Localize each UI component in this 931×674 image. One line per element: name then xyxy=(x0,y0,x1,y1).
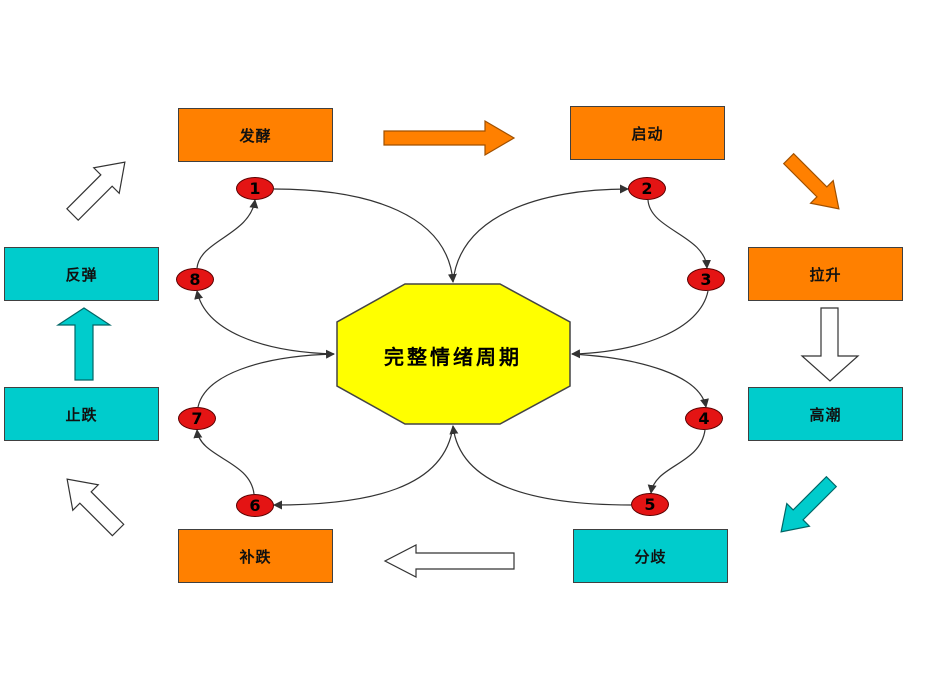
connector-6-7 xyxy=(193,429,255,495)
cycle-connectors xyxy=(193,184,711,510)
step-badge-1: 1 xyxy=(236,177,274,200)
arrow-rise-to-climax xyxy=(800,307,860,382)
center-label: 完整情绪周期 xyxy=(384,344,522,369)
step-badge-6: 6 xyxy=(236,494,274,517)
arrow-rebound-to-ferment xyxy=(66,161,126,221)
arrow-start-to-rise xyxy=(782,152,840,210)
step-badge-8: 8 xyxy=(176,268,214,291)
arrow-diverge-to-catchdown xyxy=(383,544,515,578)
stage-climax: 高潮 xyxy=(748,387,903,441)
stage-start: 启动 xyxy=(570,106,725,160)
center-octagon xyxy=(336,283,571,425)
arrow-climax-to-diverge xyxy=(780,475,838,533)
step-badge-5: 5 xyxy=(631,493,669,516)
connector-2-3 xyxy=(647,199,711,269)
connector-center-8 xyxy=(194,290,335,355)
stage-stopfall: 止跌 xyxy=(4,387,159,441)
connector-3-center xyxy=(571,290,709,359)
connector-center-4 xyxy=(571,353,709,408)
arrow-catchdown-to-stopfall xyxy=(66,478,125,537)
connector-center-6 xyxy=(273,425,454,510)
connector-4-5 xyxy=(647,429,706,494)
connector-8-1 xyxy=(196,199,259,269)
connector-1-center xyxy=(273,188,457,283)
step-badge-7: 7 xyxy=(178,407,216,430)
step-badge-3: 3 xyxy=(687,268,725,291)
stage-catchdown: 补跌 xyxy=(178,529,333,583)
connector-center-2 xyxy=(452,184,629,283)
stage-rebound: 反弹 xyxy=(4,247,159,301)
connector-5-center xyxy=(449,425,632,506)
stage-rise: 拉升 xyxy=(748,247,903,301)
arrow-stopfall-to-rebound xyxy=(55,307,113,381)
arrow-ferment-to-start xyxy=(383,119,516,157)
step-badge-2: 2 xyxy=(628,177,666,200)
stage-diverge: 分歧 xyxy=(573,529,728,583)
connector-7-center xyxy=(197,349,335,408)
step-badge-4: 4 xyxy=(685,407,723,430)
stage-ferment: 发酵 xyxy=(178,108,333,162)
